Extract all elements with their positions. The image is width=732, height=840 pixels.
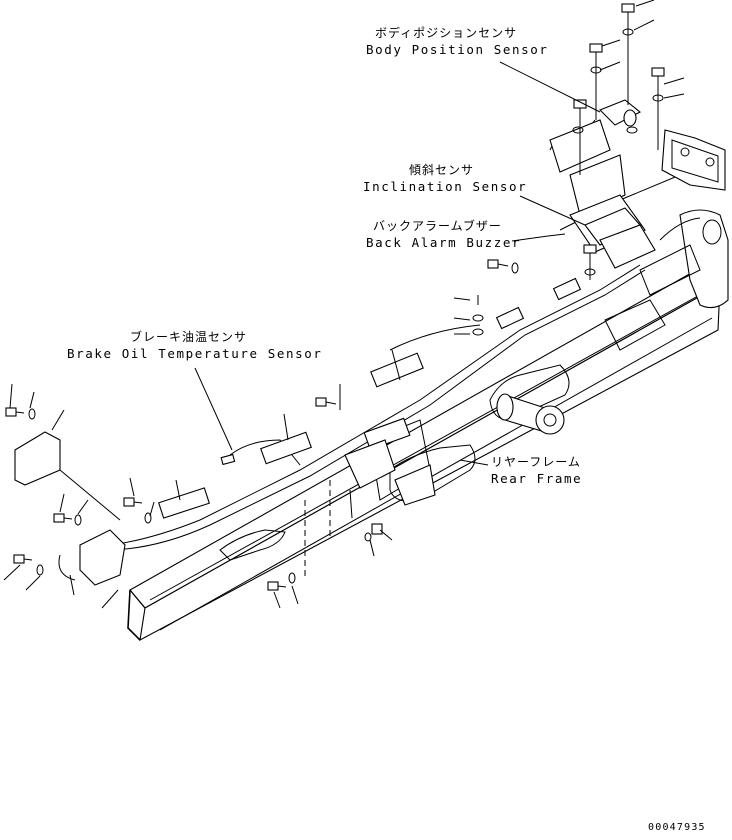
- callout-labels: ボディポジションセンサ Body Position Sensor 傾斜センサ I…: [67, 25, 706, 833]
- body-position-sensor-label-jp: ボディポジションセンサ: [375, 25, 517, 40]
- leader-lines: [3, 0, 685, 609]
- back-alarm-buzzer-label-en: Back Alarm Buzzer: [366, 235, 521, 250]
- inclination-sensor-label-en: Inclination Sensor: [363, 179, 527, 194]
- rear-frame-label-jp: リヤーフレーム: [491, 455, 581, 469]
- axle-pin-drawing: [496, 393, 565, 435]
- wire-harness-drawing: [14, 174, 681, 586]
- rear-frame-drawing: [127, 267, 721, 642]
- drawing-number: 00047935: [648, 822, 706, 833]
- body-position-sensor-label-en: Body Position Sensor: [366, 42, 549, 57]
- inclination-sensor-label-jp: 傾斜センサ: [409, 163, 474, 177]
- upper-assembly-drawing: [549, 12, 726, 280]
- fasteners-drawing: [5, 3, 665, 591]
- brake-oil-temperature-sensor-label-jp: ブレーキ油温センサ: [130, 329, 247, 344]
- hitch-yoke-drawing: [639, 209, 729, 309]
- brake-oil-temperature-sensor-label-en: Brake Oil Temperature Sensor: [67, 346, 323, 361]
- rear-frame-label-en: Rear Frame: [491, 471, 582, 486]
- back-alarm-buzzer-label-jp: バックアラームブザー: [373, 218, 502, 233]
